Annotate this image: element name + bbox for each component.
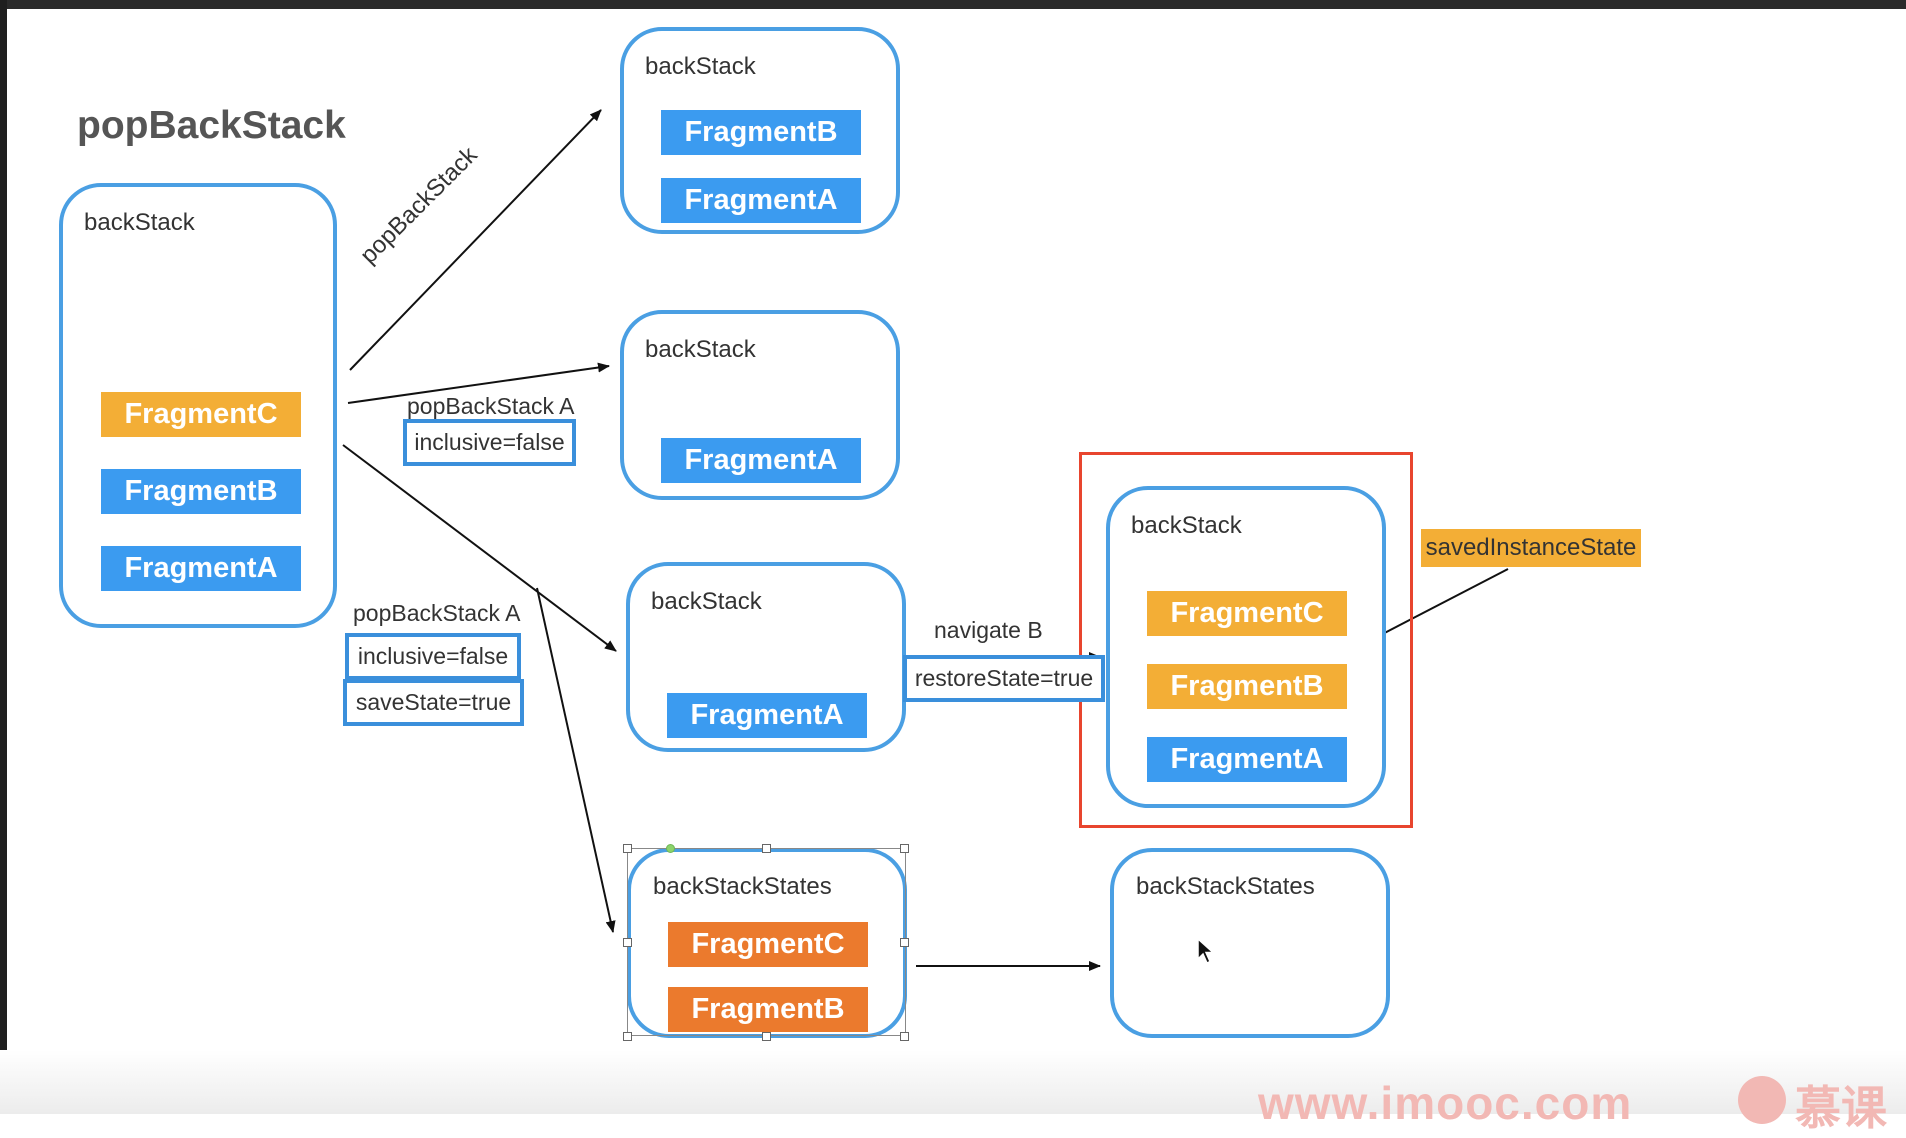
fragment-b: FragmentB	[101, 469, 301, 514]
pop-a-label: popBackStack A	[407, 393, 575, 419]
resize-handle[interactable]	[900, 844, 909, 853]
highlight-frame	[1079, 452, 1413, 828]
result-pop-a-save-backstack: backStack FragmentA	[626, 562, 906, 752]
pop-a-save-label: popBackStack A	[353, 600, 521, 626]
resize-handle[interactable]	[623, 844, 632, 853]
top-toolbar-strip	[0, 0, 1906, 9]
stack-label: backStack	[651, 588, 762, 615]
fragment-c: FragmentC	[101, 392, 301, 437]
stack-label: backStackStates	[1136, 873, 1315, 900]
empty-backstack-states: backStackStates	[1110, 848, 1390, 1038]
fragment-b: FragmentB	[661, 110, 861, 155]
left-window-edge	[0, 0, 7, 1114]
mouse-cursor-icon	[1197, 937, 1215, 965]
navigate-label: navigate B	[934, 617, 1043, 643]
saved-instance-state-label: savedInstanceState	[1421, 529, 1641, 567]
rotation-handle[interactable]	[666, 844, 675, 853]
page-title: popBackStack	[77, 104, 346, 147]
pop-a-inclusive-param: inclusive=false	[403, 419, 576, 466]
result-pop-a-backstack: backStack FragmentA	[620, 310, 900, 500]
fragment-b: FragmentB	[668, 987, 868, 1032]
arrow-pop	[349, 109, 602, 371]
fragment-c: FragmentC	[668, 922, 868, 967]
fragment-c: FragmentC	[1147, 591, 1347, 636]
fragment-a: FragmentA	[661, 178, 861, 223]
restored-backstack: backStack FragmentC FragmentB FragmentA	[1106, 486, 1386, 808]
resize-handle[interactable]	[623, 938, 632, 947]
fragment-a: FragmentA	[1147, 737, 1347, 782]
pop-a-save-inclusive-param: inclusive=false	[345, 633, 521, 680]
fragment-a: FragmentA	[661, 438, 861, 483]
watermark-brand: 慕课	[1795, 1082, 1887, 1134]
resize-handle[interactable]	[623, 1032, 632, 1041]
resize-handle[interactable]	[762, 844, 771, 853]
diagram-arrows	[342, 109, 1509, 971]
source-backstack: backStack FragmentC FragmentB FragmentA	[59, 183, 337, 628]
stack-label: backStack	[1131, 512, 1242, 539]
stack-label: backStack	[645, 53, 756, 80]
stack-label: backStackStates	[653, 873, 832, 900]
pop-a-save-savestate-param: saveState=true	[343, 679, 524, 726]
fragment-a: FragmentA	[101, 546, 301, 591]
resize-handle[interactable]	[900, 938, 909, 947]
bottom-fade	[0, 1050, 1906, 1114]
resize-handle[interactable]	[762, 1032, 771, 1041]
resize-handle[interactable]	[900, 1032, 909, 1041]
arrow-pop-a	[347, 362, 610, 404]
fragment-a: FragmentA	[667, 693, 867, 738]
fragment-b: FragmentB	[1147, 664, 1347, 709]
arrow-pop-a-save	[342, 444, 617, 652]
restore-state-param: restoreState=true	[903, 655, 1105, 702]
selection-frame	[627, 848, 906, 1036]
result-pop-backstack: backStack FragmentB FragmentA	[620, 27, 900, 234]
stack-label: backStack	[84, 209, 195, 236]
arrow-to-saved-states	[536, 587, 616, 933]
watermark-logo-icon	[1738, 1076, 1786, 1124]
stack-label: backStack	[645, 336, 756, 363]
watermark-url: www.imooc.com	[1258, 1077, 1633, 1129]
